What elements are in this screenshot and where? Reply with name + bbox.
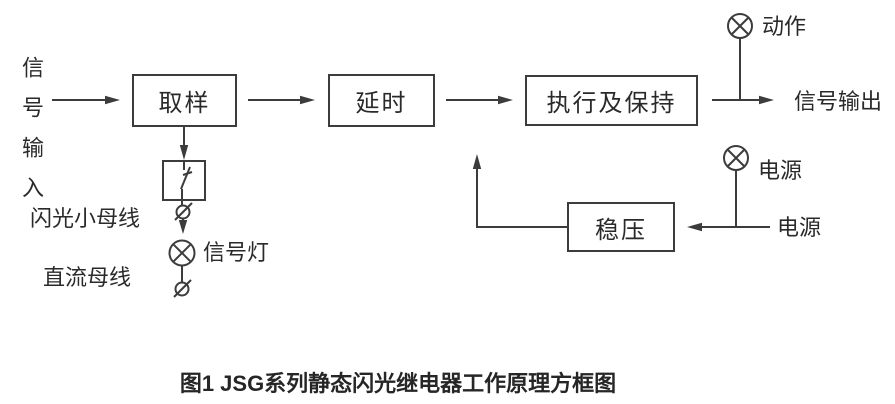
action-label: 动作 [762,14,807,39]
signal-input-label: 信号输入 [19,56,44,216]
flash-bus-terminal-icon [174,202,193,221]
sampling-to-switch-arrow [179,127,189,160]
power-to-regulator-arrow [687,222,770,232]
execute-to-output-arrow [712,95,774,105]
power-lamp-label: 电源 [758,158,803,183]
delay-box: 延时 [328,74,435,127]
switch-icon [162,160,206,205]
switch-to-lamp-arrow [178,219,188,234]
sampling-box: 取样 [132,74,237,127]
signal-output-label: 信号输出 [794,89,883,114]
signal-lamp-label: 信号灯 [203,240,270,265]
dc-bus-terminal-icon [173,279,192,298]
regulator-feedback-arrow [472,154,567,228]
figure-caption: 图1 JSG系列静态闪光继电器工作原理方框图 [179,371,617,396]
action-lamp-icon [727,13,753,100]
regulator-box: 稳压 [567,202,675,252]
flash-bus-label: 闪光小母线 [30,206,141,231]
sampling-to-delay-arrow [248,95,315,105]
power-source-label: 电源 [777,215,822,240]
delay-to-execute-arrow [446,95,513,105]
execute-hold-box: 执行及保持 [525,75,698,126]
dc-bus-label: 直流母线 [43,265,132,290]
power-lamp-icon [723,145,749,227]
signal-input-arrow [52,95,120,105]
signal-lamp-icon [168,239,196,282]
